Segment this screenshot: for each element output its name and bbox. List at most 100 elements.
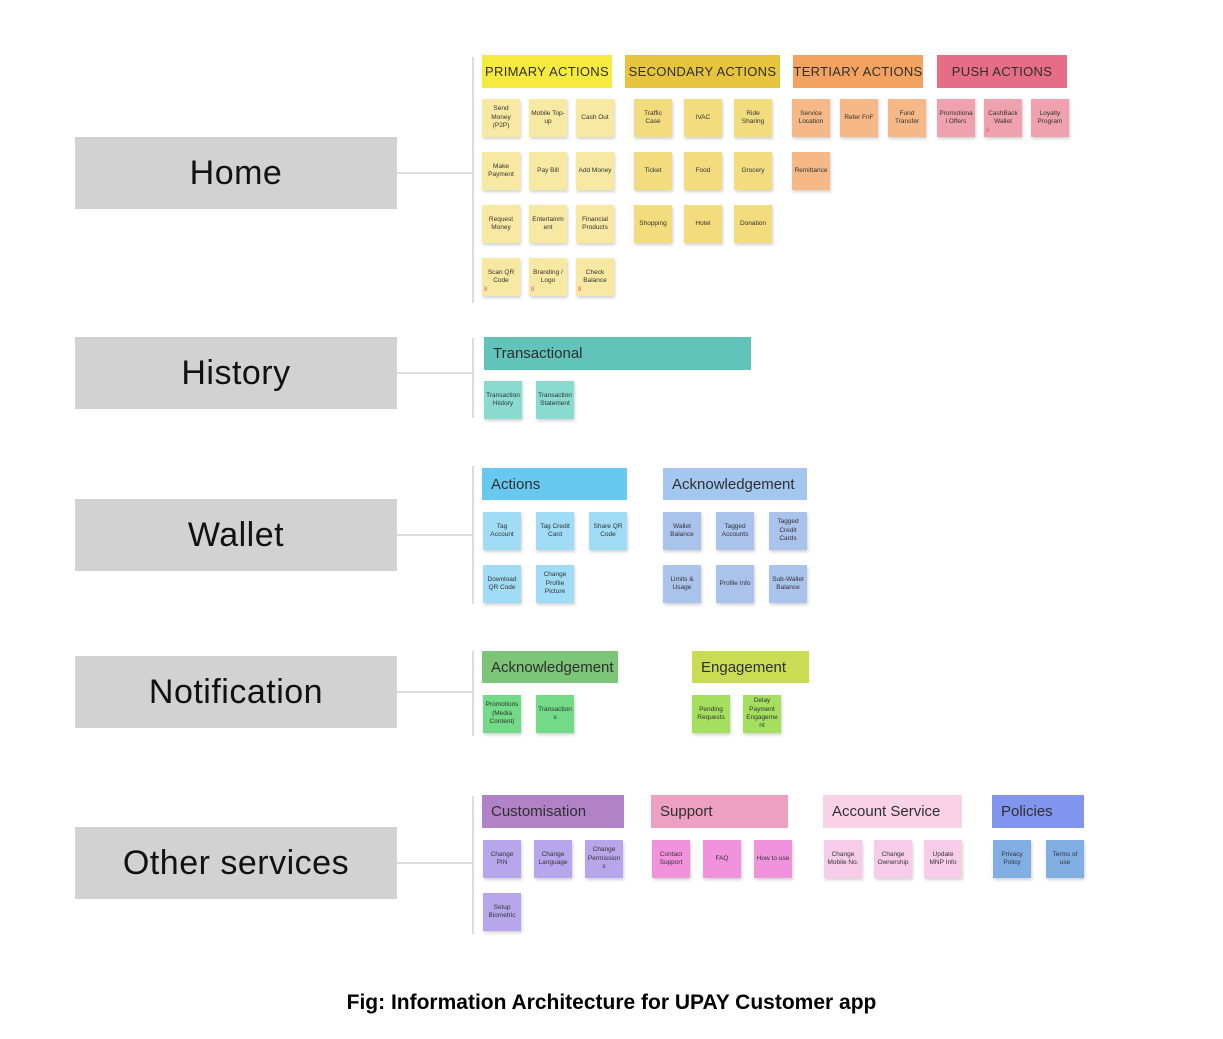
sticky-note: Change Ownership (874, 840, 912, 878)
sticky-note-label: Service Location (798, 109, 824, 125)
sticky-note-label: Send Money (P2P) (491, 105, 511, 130)
sticky-note: Loyalty Program (1031, 99, 1069, 137)
sticky-note: Change PIN (483, 840, 521, 878)
group-header-history-transactional: Transactional (484, 337, 751, 370)
sticky-note-label: Change Permissions (587, 846, 621, 871)
sticky-note-label: Entertainment (532, 215, 564, 231)
sticky-note-label: Sub-Wallet Balance (772, 575, 804, 591)
sticky-note: Setup Biometric (483, 893, 521, 931)
sticky-note: Refer FnF (840, 99, 878, 137)
sticky-note-label: Tag Credit Card (540, 522, 570, 538)
sticky-note-label: Privacy Policy (1001, 850, 1023, 866)
sticky-note: Limits & Usage (663, 565, 701, 603)
sticky-note: Service Location (792, 99, 830, 137)
sticky-note-label: Add Money (578, 166, 612, 174)
section-label-history: History (75, 337, 397, 409)
sticky-note-label: Profile Info (719, 579, 751, 587)
sticky-note: Promotional Offers (937, 99, 975, 137)
sticky-note: Wallet Balance (663, 512, 701, 550)
sticky-note: Tag Account (483, 512, 521, 550)
sticky-note: Request Money (482, 205, 520, 243)
connector-spine-other-services (472, 796, 474, 934)
sticky-note-label: Branding / Logo (533, 268, 563, 284)
sticky-note: Contact Support (652, 840, 690, 878)
sticky-note: Tagged Credit Cards (769, 512, 807, 550)
sticky-note-label: Limits & Usage (670, 575, 694, 591)
group-header-wallet-actions: Actions (482, 468, 627, 500)
notes-grid-wallet-acknowledgement: Wallet Balance Tagged Accounts Tagged Cred… (663, 512, 807, 603)
sticky-note-label: Ticket (644, 166, 662, 174)
sticky-note: Transaction History (484, 381, 522, 419)
sticky-note: Pay Bill (529, 152, 567, 190)
sticky-note-label: Promotions (Media Content) (485, 701, 519, 726)
notes-grid-other-services-account-service: Change Mobile No. Change Ownership Update … (824, 840, 962, 878)
notes-grid-notification-acknowledgement: Promotions (Media Content) Transactions (483, 695, 627, 733)
group-header-other-services-customisation: Customisation (482, 795, 624, 828)
sticky-note: Send Money (P2P) (482, 99, 520, 137)
sticky-note: Sub-Wallet Balance (769, 565, 807, 603)
sticky-note: Branding / Logo 8 (529, 258, 567, 296)
section-label-wallet: Wallet (75, 499, 397, 571)
group-header-wallet-acknowledgement: Acknowledgement (663, 468, 807, 500)
section-label-home: Home (75, 137, 397, 209)
sticky-note-label: Loyalty Program (1037, 109, 1063, 125)
sticky-note: Transactions (536, 695, 574, 733)
sticky-note-label: Remittance (794, 166, 828, 174)
sticky-note-label: Traffic Case (644, 109, 662, 125)
sticky-note: Financial Products (576, 205, 614, 243)
connector-line-notification (397, 691, 473, 693)
sticky-note-label: Change Profile Picture (543, 571, 567, 596)
sticky-note: Share QR Code (589, 512, 627, 550)
sticky-note-label: Transactions (538, 705, 572, 721)
sticky-note: Tagged Accounts (716, 512, 754, 550)
sticky-note-label: Setup Biometric (488, 903, 516, 919)
sticky-note-label: Transaction History (486, 391, 520, 407)
sticky-note-label: Tagged Credit Cards (777, 518, 799, 543)
sticky-note-label: Scan QR Code (487, 268, 515, 284)
sticky-note: Mobile Top-up (529, 99, 567, 137)
sticky-note-label: Cash Out (581, 113, 609, 121)
sticky-note: Remittance (792, 152, 830, 190)
sticky-note-label: Change PIN (490, 850, 514, 866)
group-header-other-services-account-service: Account Service (823, 795, 962, 828)
sticky-note-label: Delay Payment Engagement (746, 697, 778, 730)
sticky-note: Ride Sharing (734, 99, 772, 137)
sticky-note: How to use (754, 840, 792, 878)
notes-grid-other-services-customisation: Change PIN Change Language Change Permissi… (483, 840, 623, 931)
sticky-note: Make Payment (482, 152, 520, 190)
reaction-mark-icon: 8 (531, 287, 535, 294)
group-header-notification-engagement: Engagement (692, 651, 809, 683)
sticky-note: Promotions (Media Content) (483, 695, 521, 733)
sticky-note-label: FAQ (715, 854, 729, 862)
connector-line-home (397, 172, 473, 174)
sticky-note-label: Pending Requests (697, 705, 725, 721)
sticky-note-label: Wallet Balance (670, 522, 694, 538)
sticky-note: Change Permissions (585, 840, 623, 878)
group-header-other-services-support: Support (651, 795, 788, 828)
sticky-note-label: Tag Account (490, 522, 514, 538)
connector-line-wallet (397, 534, 473, 536)
sticky-note-label: Ride Sharing (741, 109, 765, 125)
sticky-note-label: Change Mobile No. (827, 850, 859, 866)
sticky-note: Hotel (684, 205, 722, 243)
group-header-notification-acknowledgement: Acknowledgement (482, 651, 618, 683)
sticky-note: FAQ (703, 840, 741, 878)
sticky-note: Transaction Statement (536, 381, 574, 419)
sticky-note: Change Profile Picture (536, 565, 574, 603)
connector-line-other-services (397, 862, 473, 864)
sticky-note: Traffic Case (634, 99, 672, 137)
sticky-note-label: Change Language (538, 850, 568, 866)
sticky-note-label: Contact Support (659, 850, 683, 866)
sticky-note-label: Download QR Code (487, 575, 517, 591)
reaction-mark-icon: 8 (986, 128, 990, 135)
sticky-note-label: Update MNP Info (929, 850, 957, 866)
sticky-note: Privacy Policy (993, 840, 1031, 878)
sticky-note-label: Shopping (639, 219, 667, 227)
sticky-note-label: How to use (756, 854, 790, 862)
sticky-note-label: Promotional Offers (939, 109, 973, 125)
